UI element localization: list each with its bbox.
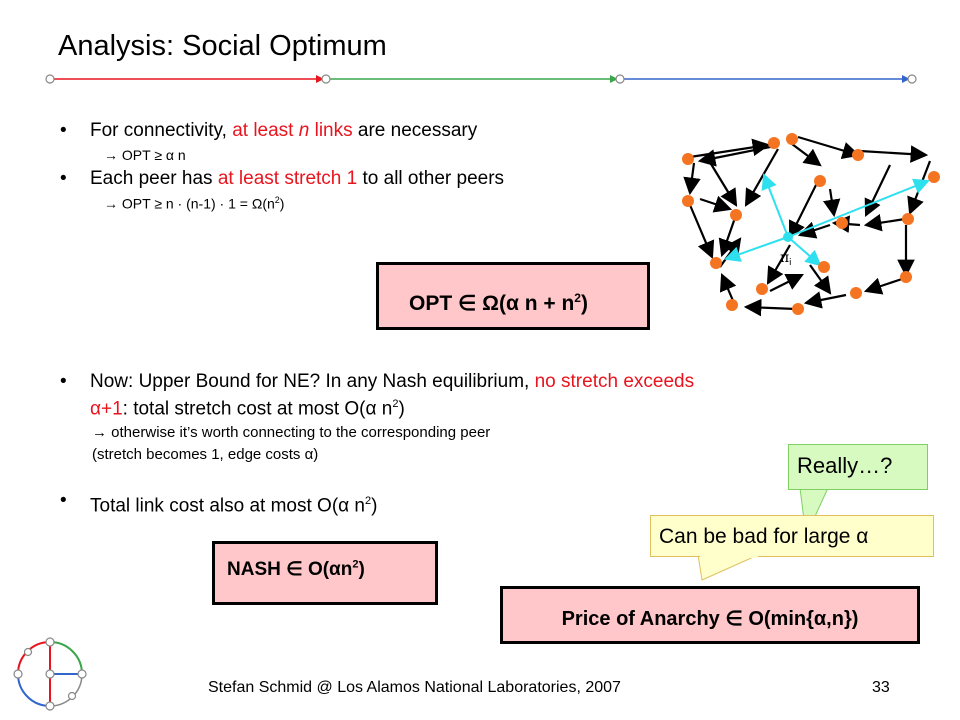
university-logo-icon [13,637,87,711]
footer-text: Stefan Schmid @ Los Alamos National Labo… [208,679,621,696]
peer-i-node [783,232,793,242]
bullet-upper-bound: • Now: Upper Bound for NE? In any Nash e… [60,371,695,420]
network-graph: π i [682,133,940,317]
callout-join [700,555,758,558]
bullet-connectivity: • For connectivity, at least n links are… [60,120,478,141]
page-number: 33 [872,679,890,696]
bullet-stretch: • Each peer has at least stretch 1 to al… [60,168,505,189]
peer-i-label: π [780,250,789,266]
price-of-anarchy-box: Price of Anarchy ∈ O(min{α,n}) [500,586,920,644]
really-callout: Really…? [788,444,928,490]
page-title: Analysis: Social Optimum [58,30,387,62]
peer-i-subscript: i [789,258,792,268]
bullet-upper-bound-sub1: → otherwise it’s worth connecting to the… [92,424,491,441]
title-underline [45,74,917,84]
bullet-stretch-sub: → OPT ≥ n · (n-1) · 1 = Ω(n2) [104,195,285,212]
bullet-connectivity-sub: → OPT ≥ α n [104,147,186,163]
bullet-link-cost: • Total link cost also at most O(α n2) [60,490,378,517]
bad-for-large-alpha-callout: Can be bad for large α [650,515,934,557]
opt-box: OPT ∈ Ω(α n + n2) [376,262,650,330]
nash-box: NASH ∈ O(αn2) [212,541,438,605]
bullet-upper-bound-sub2: (stretch becomes 1, edge costs α) [92,446,319,463]
